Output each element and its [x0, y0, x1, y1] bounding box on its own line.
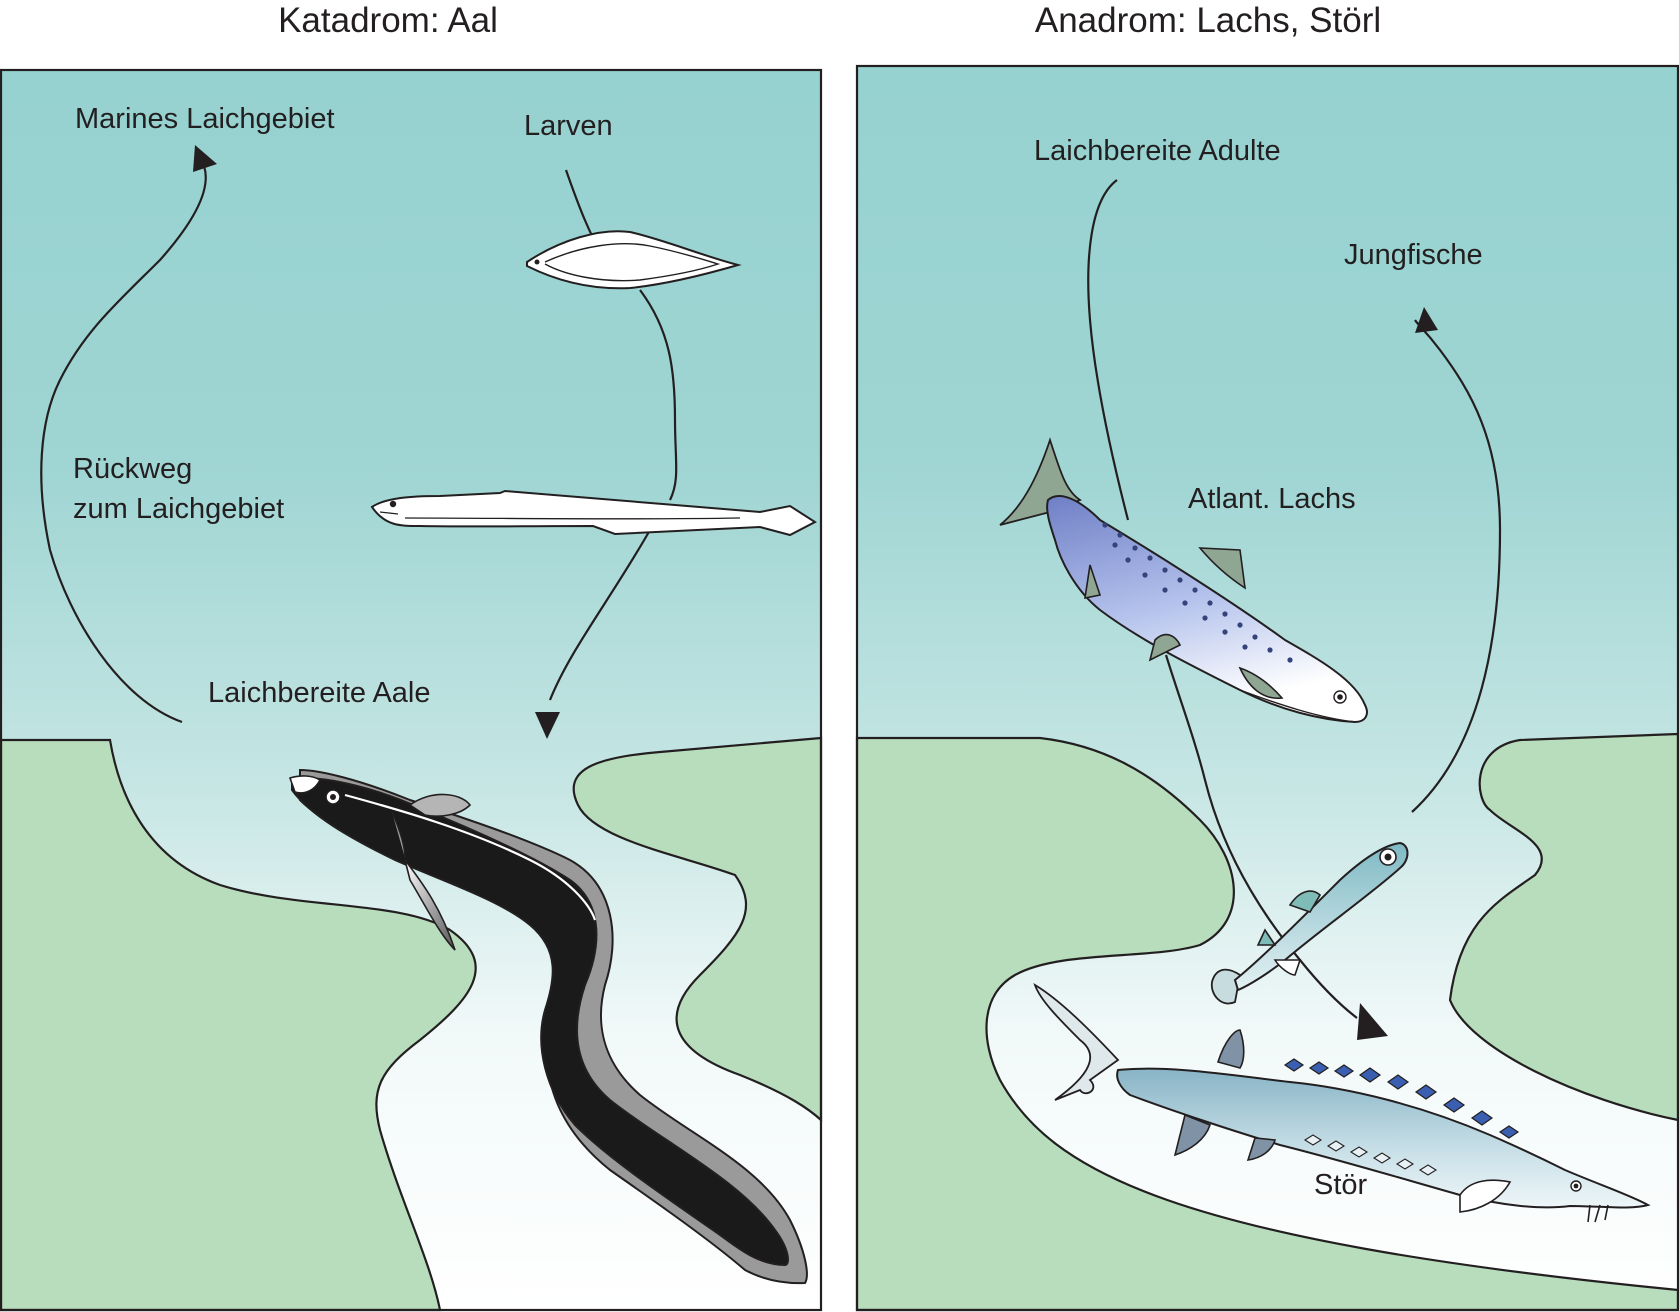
- return-label-line2: zum Laichgebiet: [73, 493, 284, 525]
- marine-spawning-label: Marines Laichgebiet: [75, 103, 335, 135]
- right-land-west: [855, 736, 1679, 1312]
- left-panel: Katadrom: Aal: [0, 1, 823, 1312]
- juvenile-path-arrowhead: [1415, 307, 1438, 333]
- left-panel-title: Katadrom: Aal: [278, 1, 498, 40]
- sturgeon-icon: [1033, 982, 1651, 1223]
- return-label-line1: Rückweg: [73, 453, 192, 485]
- left-panel-frame: [0, 68, 823, 1312]
- salmon-icon: [999, 437, 1368, 724]
- left-land-east: [572, 736, 823, 1123]
- juveniles-label: Jungfische: [1344, 239, 1483, 271]
- salmon-label: Atlant. Lachs: [1188, 483, 1356, 515]
- adult-path-arrowhead: [1357, 1003, 1388, 1040]
- return-path-line: [40, 157, 207, 724]
- larvae-path-arrowhead: [535, 712, 560, 739]
- larvae-label: Larven: [524, 110, 613, 142]
- right-panel-frame: [855, 64, 1679, 1312]
- adult-eel-icon: [288, 768, 808, 1285]
- spawning-eels-label: Laichbereite Aale: [208, 677, 431, 709]
- sturgeon-label: Stör: [1314, 1169, 1368, 1201]
- right-land-east: [1448, 732, 1679, 1122]
- spawning-adults-label: Laichbereite Adulte: [1034, 135, 1281, 167]
- left-land-west: [0, 738, 477, 1312]
- leptocephalus-larva-icon: [526, 230, 742, 290]
- adult-path-line: [1087, 179, 1358, 1019]
- right-panel: Anadrom: Lachs, Störl: [855, 1, 1679, 1312]
- juvenile-path-line: [1411, 319, 1502, 813]
- right-panel-title: Anadrom: Lachs, Störl: [1035, 1, 1381, 40]
- juvenile-fish-icon: [1210, 841, 1409, 1005]
- return-path-arrowhead: [193, 145, 217, 172]
- glass-eel-icon: [370, 489, 817, 537]
